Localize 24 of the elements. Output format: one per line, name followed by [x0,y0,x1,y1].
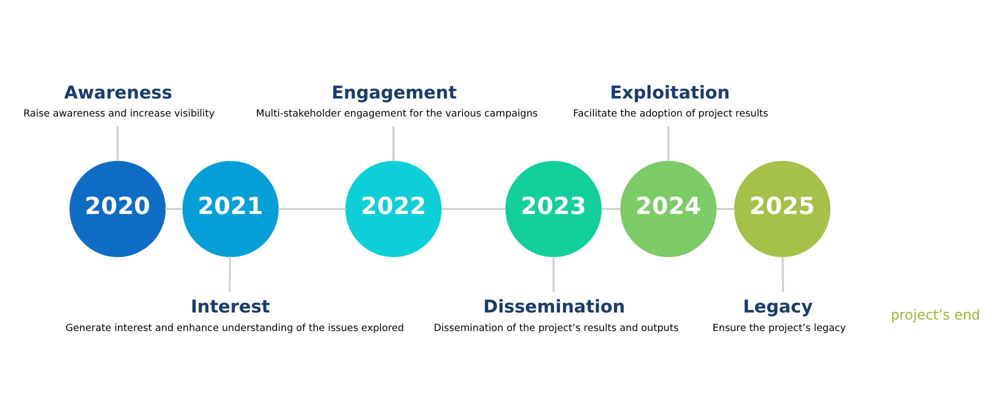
node-text: Dissemination Dissemination of the project’s results and outputs [434,296,679,334]
connector [552,256,554,292]
connector [441,208,506,210]
node-circle: 2024 [620,160,716,257]
connector [116,126,119,161]
label: project’s end [890,307,980,324]
node-text: Interest Generate interest and enhance understanding of the issues explored [66,296,404,334]
connector [782,256,784,292]
connector [716,208,734,210]
node-circle: 2021 [182,160,279,257]
node-text: Engagement Multi-stakeholder engagement for the various campaigns [256,82,538,120]
node-text: Awareness Raise awareness and increase visibility [23,82,215,120]
node-circle: 2023 [505,160,602,257]
node-text: Exploitation Facilitate the adoption of project results [573,82,768,120]
connector [602,208,621,210]
connector [228,256,232,292]
connector [392,126,394,161]
connector [278,208,346,210]
node-circle: 2025 [734,160,830,257]
node-circle: 2022 [345,160,442,257]
node-circle: 2020 [69,160,166,257]
connector [667,126,670,161]
connector [165,208,183,210]
node-text: Legacy Ensure the project’s legacy [712,296,846,334]
